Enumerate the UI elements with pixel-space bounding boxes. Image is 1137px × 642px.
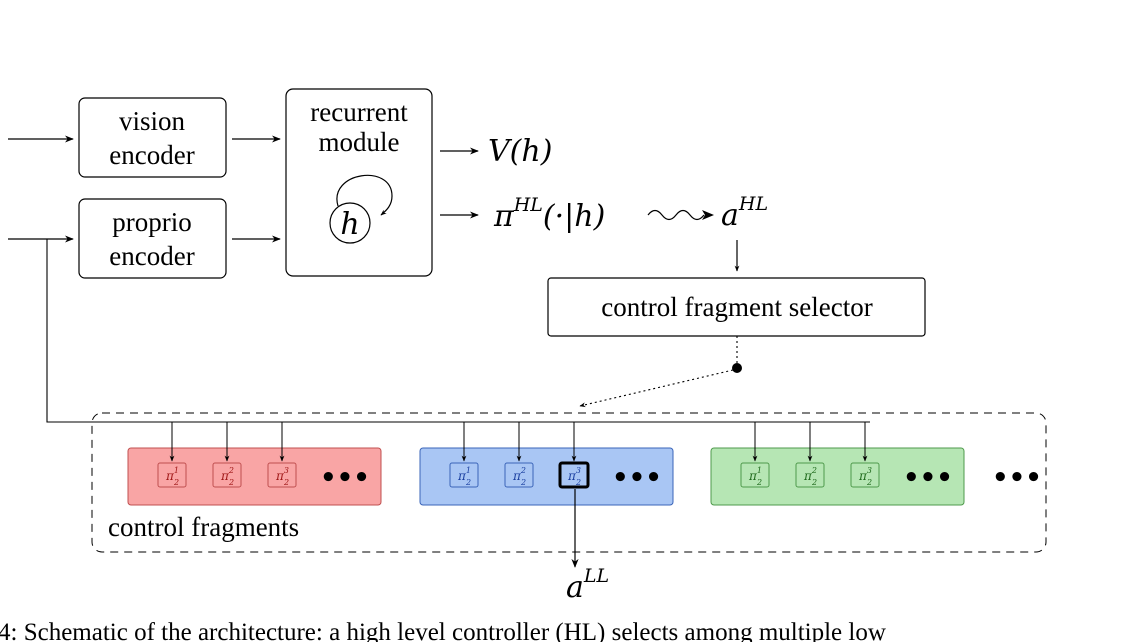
figure-caption: 4: Schematic of the architecture: a high… xyxy=(0,619,886,642)
fragment-policy-box xyxy=(795,462,825,488)
control-fragments-label: control fragments xyxy=(108,512,299,542)
hl-action-label: aHL xyxy=(721,193,768,233)
fragment-ellipsis: ••• xyxy=(320,463,370,493)
fragment-policy-box xyxy=(267,462,297,488)
recurrence-loop-arrow xyxy=(336,174,393,216)
fragment-policy-box xyxy=(212,462,242,488)
fragment-group-2 xyxy=(419,447,674,506)
control-fragments-container xyxy=(91,412,1047,553)
fragment-group-1 xyxy=(127,447,382,506)
selector-to-fragment-arrow xyxy=(579,369,734,408)
proprio-encoder-label-line1: proprio xyxy=(112,207,191,237)
vision-encoder-label-line1: vision xyxy=(119,106,186,136)
proprio-encoder-box xyxy=(78,198,227,279)
fragment-policy-box xyxy=(449,462,479,488)
recurrent-module-box xyxy=(285,88,433,277)
fragment-policy-box xyxy=(504,462,534,488)
fragment-group-3 xyxy=(710,447,965,506)
control-fragment-selector-label: control fragment selector xyxy=(601,292,872,322)
sampling-arrowhead xyxy=(702,210,714,220)
policy-output-label: πHL(·|h) xyxy=(493,194,605,234)
proprio-feed-line xyxy=(46,239,870,423)
fragment-ellipsis: ••• xyxy=(903,463,953,493)
fragment-policy-box xyxy=(740,462,770,488)
hidden-state-node xyxy=(329,202,371,244)
fragment-policy-box xyxy=(558,461,590,489)
fragment-ellipsis: ••• xyxy=(612,463,662,493)
vision-encoder-box xyxy=(78,97,227,178)
fragment-policy-box xyxy=(157,462,187,488)
recurrent-module-label-line1: recurrent xyxy=(310,97,408,127)
recurrent-module-label-line2: module xyxy=(319,127,400,157)
value-output-label: V(h) xyxy=(488,134,552,169)
selector-dot xyxy=(732,363,742,373)
sampling-squiggle-arrow xyxy=(647,209,705,221)
proprio-encoder-label-line2: encoder xyxy=(109,241,194,271)
hidden-state-label: h xyxy=(340,207,359,242)
more-groups-ellipsis: ••• xyxy=(992,463,1042,493)
vision-encoder-label-line2: encoder xyxy=(109,140,194,170)
ll-action-label: aLL xyxy=(566,565,609,605)
fragment-policy-box xyxy=(850,462,880,488)
